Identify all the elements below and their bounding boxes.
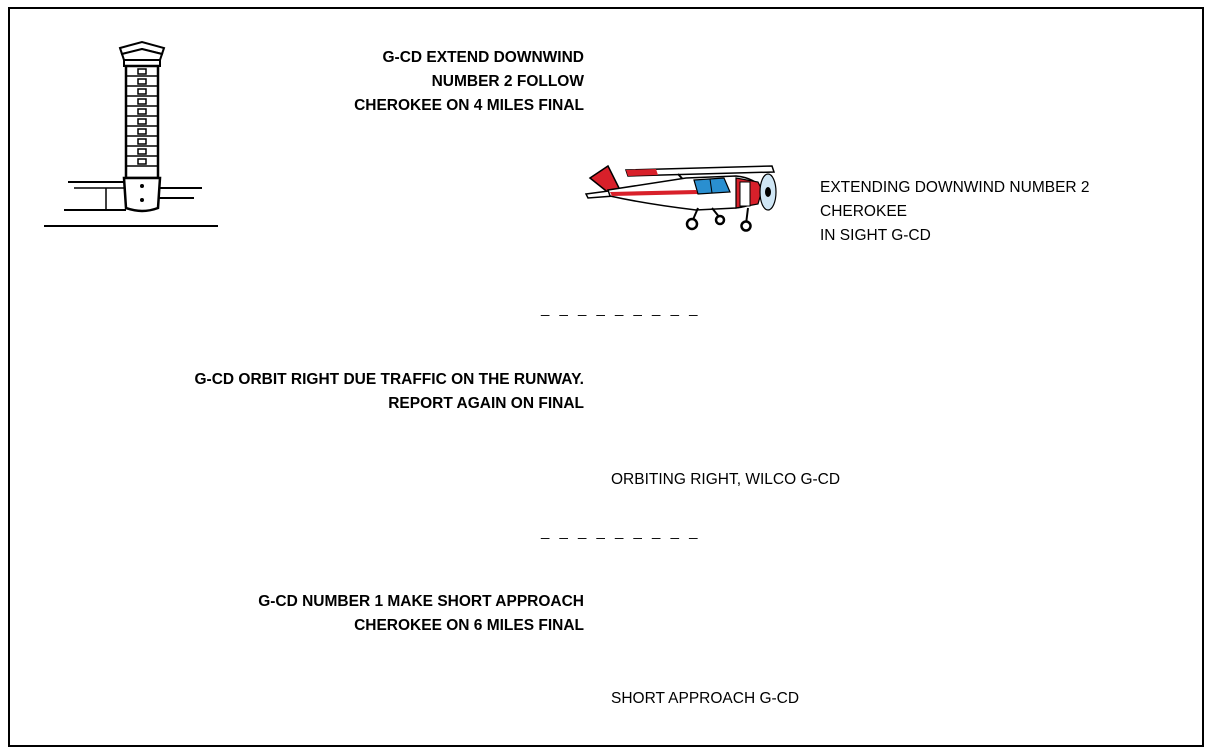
pilot-line: EXTENDING DOWNWIND NUMBER 2 (820, 179, 1090, 196)
atc-line: CHEROKEE ON 6 MILES FINAL (354, 617, 584, 634)
pilot-line: CHEROKEE (820, 203, 907, 220)
pilot-line: SHORT APPROACH G-CD (611, 690, 800, 707)
atc-line: REPORT AGAIN ON FINAL (388, 395, 584, 412)
pilot-readback-2: ORBITING RIGHT, WILCO G-CD (611, 468, 840, 492)
atc-instruction-3: G-CD NUMBER 1 MAKE SHORT APPROACH CHEROK… (258, 590, 584, 638)
separator: _ _ _ _ _ _ _ _ _ (541, 523, 701, 540)
atc-line: NUMBER 2 FOLLOW (431, 73, 584, 90)
atc-line: G-CD NUMBER 1 MAKE SHORT APPROACH (258, 593, 584, 610)
atc-instruction-2: G-CD ORBIT RIGHT DUE TRAFFIC ON THE RUNW… (194, 368, 584, 416)
separator: _ _ _ _ _ _ _ _ _ (541, 300, 701, 317)
pilot-readback-3: SHORT APPROACH G-CD (611, 687, 799, 711)
control-tower-icon (44, 40, 218, 227)
pilot-readback-1: EXTENDING DOWNWIND NUMBER 2 CHEROKEE IN … (820, 176, 1090, 248)
pilot-line: ORBITING RIGHT, WILCO G-CD (611, 471, 841, 488)
atc-line: G-CD EXTEND DOWNWIND (382, 49, 585, 66)
pilot-line: IN SIGHT G-CD (820, 227, 931, 244)
light-aircraft-icon (584, 164, 777, 232)
atc-line: G-CD ORBIT RIGHT DUE TRAFFIC ON THE RUNW… (194, 371, 584, 388)
atc-instruction-1: G-CD EXTEND DOWNWIND NUMBER 2 FOLLOW CHE… (354, 46, 584, 118)
atc-line: CHEROKEE ON 4 MILES FINAL (354, 97, 584, 114)
